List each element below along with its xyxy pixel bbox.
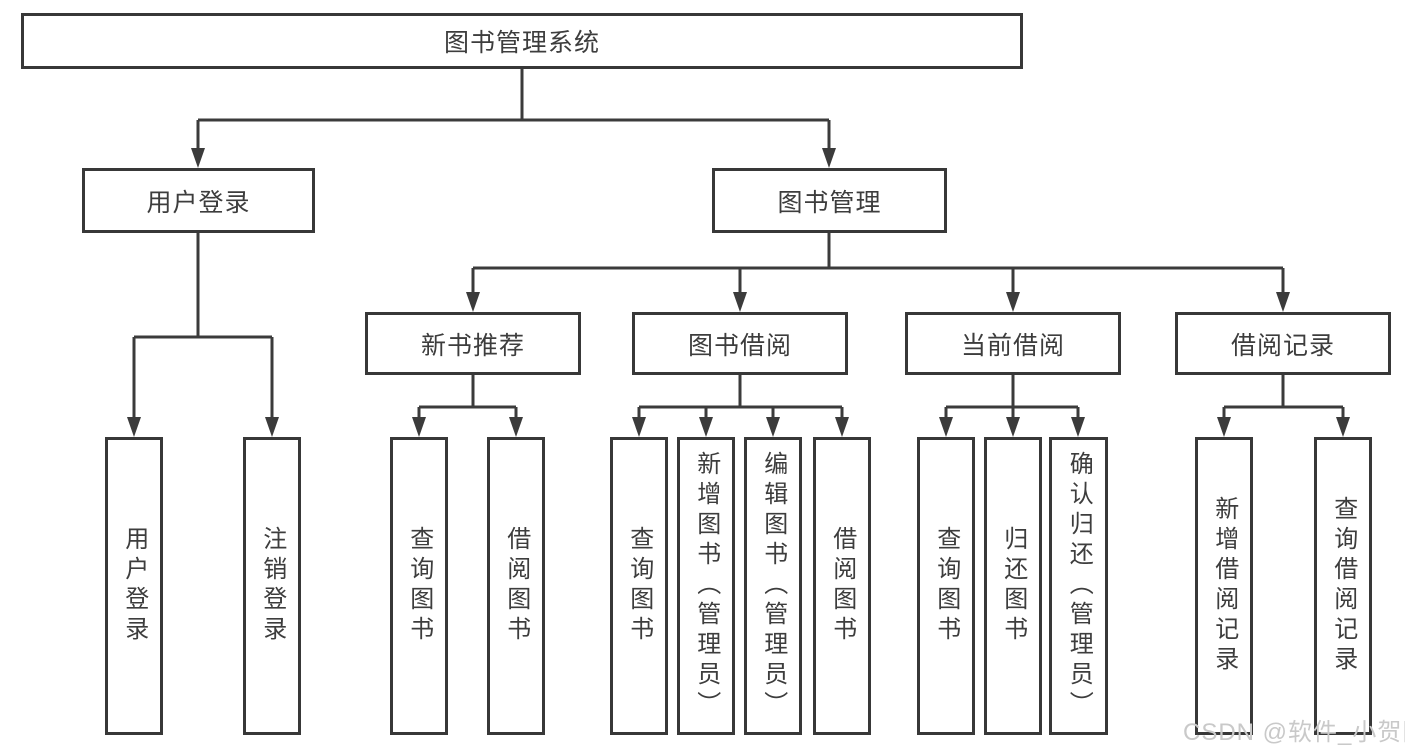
node-bb-query-books: 查询图书 [610,437,668,735]
arrowhead-icon [1006,292,1020,312]
node-logout: 注销登录 [243,437,301,735]
node-new-book-recommend: 新书推荐 [365,312,581,375]
node-book-management-label: 图书管理 [777,188,882,217]
node-user-login-label: 用户登录 [146,188,251,217]
arrowhead-icon [466,292,480,312]
node-bb-add-books-admin-label: 新增图书（管理员） [692,451,720,721]
node-book-borrow-label: 图书借阅 [687,331,792,360]
node-user-login: 用户登录 [82,168,315,233]
arrowhead-icon [191,148,205,168]
node-bb-query-books-label: 查询图书 [625,526,653,646]
node-current-borrow: 当前借阅 [905,312,1121,375]
node-current-borrow-label: 当前借阅 [960,331,1065,360]
arrowhead-icon [835,417,849,437]
arrowhead-icon [1217,417,1231,437]
arrowhead-icon [1006,417,1020,437]
node-br-query-record-label: 查询借阅记录 [1329,496,1357,676]
watermark: CSDN @软件_小贺同学 [1183,719,1405,746]
arrowheads [127,148,1350,437]
node-br-add-record: 新增借阅记录 [1195,437,1253,735]
node-borrow-records-label: 借阅记录 [1230,331,1335,360]
node-cb-query-books-label: 查询图书 [932,526,960,646]
arrowhead-icon [822,148,836,168]
connector-root-split [196,67,831,152]
connector-book-mgmt-split [471,233,1285,296]
arrowhead-icon [509,417,523,437]
node-br-query-record: 查询借阅记录 [1314,437,1372,735]
arrowhead-icon [1336,417,1350,437]
arrowhead-icon [733,292,747,312]
node-new-book-recommend-label: 新书推荐 [420,331,525,360]
node-nbr-query-books: 查询图书 [390,437,448,735]
node-cb-return-books-label: 归还图书 [999,526,1027,646]
node-nbr-query-books-label: 查询图书 [405,526,433,646]
node-cb-return-books: 归还图书 [984,437,1042,735]
node-bb-borrow-books: 借阅图书 [813,437,871,735]
arrowhead-icon [265,417,279,437]
node-br-add-record-label: 新增借阅记录 [1210,496,1238,676]
node-book-management: 图书管理 [712,168,947,233]
node-bb-add-books-admin: 新增图书（管理员） [677,437,735,735]
connector-level3-trunks [471,375,1285,407]
node-bb-edit-books-admin-label: 编辑图书（管理员） [759,451,787,721]
node-root: 图书管理系统 [21,13,1023,69]
node-bb-borrow-books-label: 借阅图书 [828,526,856,646]
node-book-borrow: 图书借阅 [632,312,848,375]
node-login: 用户登录 [105,437,163,735]
arrowhead-icon [766,417,780,437]
arrowhead-icon [1276,292,1290,312]
arrowhead-icon [127,417,141,437]
node-nbr-borrow-books-label: 借阅图书 [502,526,530,646]
node-cb-confirm-return-admin-label: 确认归还（管理员） [1065,451,1093,721]
node-cb-confirm-return-admin: 确认归还（管理员） [1049,437,1108,735]
arrowhead-icon [632,417,646,437]
connector-level4-shafts [417,407,1345,425]
node-borrow-records: 借阅记录 [1175,312,1391,375]
node-root-label: 图书管理系统 [443,29,600,57]
node-login-label: 用户登录 [120,526,148,646]
node-cb-query-books: 查询图书 [917,437,975,735]
connector-user-login-split [132,233,274,421]
node-nbr-borrow-books: 借阅图书 [487,437,545,735]
arrowhead-icon [412,417,426,437]
node-logout-label: 注销登录 [258,526,286,646]
arrowhead-icon [1071,417,1085,437]
arrowhead-icon [939,417,953,437]
arrowhead-icon [699,417,713,437]
node-bb-edit-books-admin: 编辑图书（管理员） [744,437,802,735]
